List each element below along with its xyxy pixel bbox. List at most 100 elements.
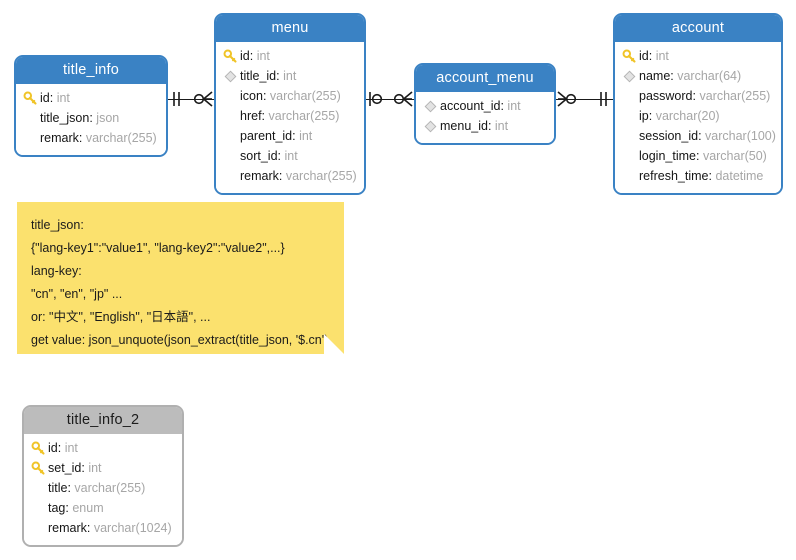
entity-table-header-title_info: title_info: [16, 57, 166, 84]
field-name: menu_id: [440, 119, 488, 133]
field-name: id: [639, 49, 649, 63]
field-separator: :: [648, 49, 656, 63]
field-row[interactable]: id: int: [24, 438, 182, 458]
field-name: sort_id: [240, 149, 278, 163]
relationship-connector-title_info-menu[interactable]: [168, 88, 214, 110]
field-separator: :: [695, 149, 703, 163]
field-name: tag: [48, 501, 66, 515]
field-row[interactable]: sort_id: int: [216, 146, 364, 166]
field-type: int: [284, 149, 298, 163]
field-type: varchar(255): [285, 169, 357, 183]
connector-line: [168, 99, 214, 100]
field-separator: :: [78, 131, 86, 145]
field-separator: :: [49, 91, 57, 105]
field-name: remark: [40, 131, 79, 145]
relationship-connector-menu-account_menu[interactable]: [366, 88, 414, 110]
key-icon: [23, 91, 38, 106]
field-type: varchar(1024): [93, 521, 172, 535]
field-row[interactable]: title_id: int: [216, 66, 364, 86]
field-row[interactable]: password: varchar(255): [615, 86, 781, 106]
connector-line: [366, 99, 414, 100]
field-row[interactable]: set_id: int: [24, 458, 182, 478]
field-type: varchar(64): [677, 69, 742, 83]
field-row[interactable]: account_id: int: [416, 96, 554, 116]
field-marker-none: [223, 89, 238, 104]
field-type: varchar(255): [699, 89, 771, 103]
field-row[interactable]: id: int: [615, 46, 781, 66]
field-row[interactable]: login_time: varchar(50): [615, 146, 781, 166]
field-row[interactable]: refresh_time: datetime: [615, 166, 781, 186]
field-row[interactable]: remark: varchar(255): [16, 128, 166, 148]
field-separator: :: [278, 169, 286, 183]
field-row[interactable]: menu_id: int: [416, 116, 554, 136]
entity-table-header-menu: menu: [216, 15, 364, 42]
field-row[interactable]: id: int: [216, 46, 364, 66]
field-type: int: [256, 49, 270, 63]
field-name: parent_id: [240, 129, 293, 143]
field-row[interactable]: tag: enum: [24, 498, 182, 518]
field-name: account_id: [440, 99, 501, 113]
field-marker-none: [31, 521, 46, 536]
note-line: lang-key:: [31, 264, 82, 278]
field-name: name: [639, 69, 671, 83]
field-row[interactable]: parent_id: int: [216, 126, 364, 146]
key-icon: [223, 49, 238, 64]
cardinality-glyph-right: [393, 88, 414, 115]
note-line: "cn", "en", "jp" ...: [31, 287, 123, 301]
field-type: int: [56, 91, 70, 105]
field-type: varchar(255): [269, 89, 341, 103]
field-name: id: [48, 441, 58, 455]
entity-table-header-account: account: [615, 15, 781, 42]
field-row[interactable]: id: int: [16, 88, 166, 108]
field-row[interactable]: href: varchar(255): [216, 106, 364, 126]
field-separator: :: [692, 89, 700, 103]
field-row[interactable]: title_json: json: [16, 108, 166, 128]
field-separator: :: [292, 129, 300, 143]
field-name: ip: [639, 109, 649, 123]
field-type: enum: [72, 501, 104, 515]
field-separator: :: [249, 49, 257, 63]
field-type: datetime: [715, 169, 764, 183]
relationship-connector-account_menu-account[interactable]: [556, 88, 613, 110]
field-marker-none: [622, 89, 637, 104]
field-type: varchar(255): [74, 481, 146, 495]
diamond-icon: [622, 69, 637, 84]
diamond-icon: [423, 119, 438, 134]
field-separator: :: [261, 109, 269, 123]
field-type: varchar(20): [655, 109, 720, 123]
field-row[interactable]: session_id: varchar(100): [615, 126, 781, 146]
field-row[interactable]: remark: varchar(1024): [24, 518, 182, 538]
field-row[interactable]: remark: varchar(255): [216, 166, 364, 186]
cardinality-glyph-left: [366, 88, 386, 115]
field-row[interactable]: ip: varchar(20): [615, 106, 781, 126]
field-name: remark: [240, 169, 279, 183]
field-separator: :: [65, 501, 73, 515]
field-name: remark: [48, 521, 87, 535]
field-separator: :: [648, 109, 656, 123]
cardinality-glyph-left: [168, 88, 188, 115]
key-icon: [622, 49, 637, 64]
field-separator: :: [276, 69, 284, 83]
field-separator: :: [67, 481, 75, 495]
diamond-icon: [423, 99, 438, 114]
field-marker-none: [31, 501, 46, 516]
field-marker-none: [622, 169, 637, 184]
field-row[interactable]: title: varchar(255): [24, 478, 182, 498]
field-type: varchar(255): [85, 131, 157, 145]
field-marker-none: [223, 129, 238, 144]
field-row[interactable]: name: varchar(64): [615, 66, 781, 86]
field-separator: :: [500, 99, 508, 113]
note-fold-corner-icon: [324, 334, 344, 354]
field-row[interactable]: icon: varchar(255): [216, 86, 364, 106]
sticky-note-title_json-note[interactable]: title_json:{"lang-key1":"value1", "lang-…: [17, 202, 344, 354]
field-separator: :: [708, 169, 716, 183]
field-marker-none: [622, 109, 637, 124]
field-marker-none: [23, 131, 38, 146]
